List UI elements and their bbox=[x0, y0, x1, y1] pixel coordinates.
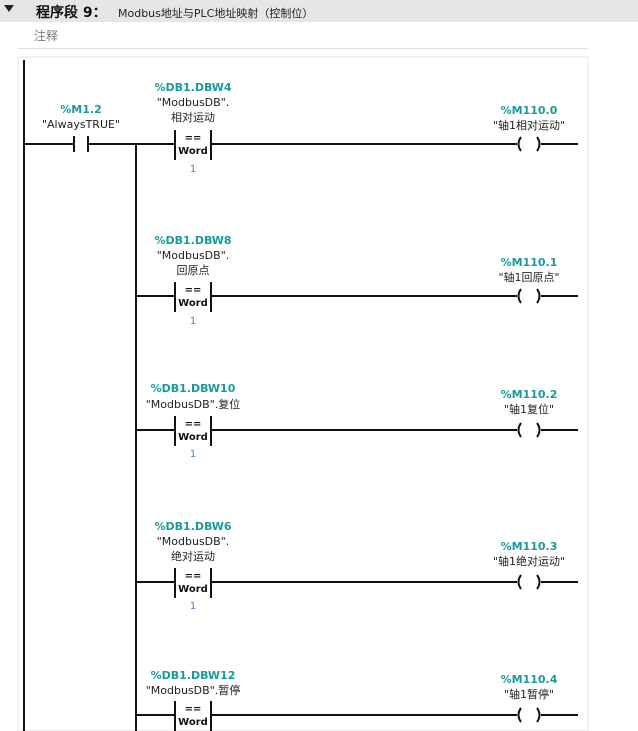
rung[interactable]: == Word %DB1.DBW8 "ModbusDB". 回原点 1 %M11… bbox=[136, 234, 578, 327]
rung[interactable]: == Word %DB1.DBW4 "ModbusDB". 相对运动 1 %M1… bbox=[136, 81, 578, 175]
compare-type: Word bbox=[178, 298, 208, 309]
coil-address: %M110.4 bbox=[501, 673, 558, 686]
operand-address: %DB1.DBW4 bbox=[154, 81, 231, 94]
operand-name-line1: "ModbusDB".复位 bbox=[146, 397, 241, 411]
operand-name-line2: 相对运动 bbox=[171, 110, 215, 124]
coil-right-arc bbox=[536, 136, 541, 152]
compare-operator: == bbox=[185, 133, 202, 144]
operand-address: %DB1.DBW10 bbox=[151, 382, 236, 395]
contact-symbol: "AlwaysTRUE" bbox=[42, 118, 120, 131]
rung[interactable]: == Word %DB1.DBW6 "ModbusDB". 绝对运动 1 %M1… bbox=[136, 520, 578, 612]
operand-name-line1: "ModbusDB". bbox=[157, 96, 230, 109]
operand-name-line1: "ModbusDB". bbox=[157, 535, 230, 548]
rung[interactable]: == Word %DB1.DBW12 "ModbusDB".暂停 %M110.4… bbox=[136, 669, 578, 731]
coil-right-arc bbox=[536, 288, 541, 304]
coil-address: %M110.3 bbox=[501, 540, 558, 553]
coil-symbol: "轴1暂停" bbox=[504, 687, 554, 701]
coil-symbol: "轴1相对运动" bbox=[493, 118, 565, 132]
compare-value: 1 bbox=[190, 601, 196, 612]
compare-operator: == bbox=[185, 704, 202, 715]
coil-left-arc bbox=[517, 574, 522, 590]
compare-type: Word bbox=[178, 146, 208, 157]
coil-address: %M110.0 bbox=[501, 104, 558, 117]
segment-label: 程序段 9： bbox=[36, 5, 107, 21]
coil-right-arc bbox=[536, 707, 541, 723]
contact-always-true[interactable]: %M1.2 "AlwaysTRUE" bbox=[24, 103, 136, 152]
coil-right-arc bbox=[536, 574, 541, 590]
coil-left-arc bbox=[517, 422, 522, 438]
coil-symbol: "轴1绝对运动" bbox=[493, 554, 565, 568]
coil-left-arc bbox=[517, 136, 522, 152]
compare-operator: == bbox=[185, 419, 202, 430]
compare-value: 1 bbox=[190, 449, 196, 460]
collapse-triangle-icon[interactable] bbox=[4, 5, 14, 12]
coil-symbol: "轴1回原点" bbox=[498, 270, 559, 284]
coil-symbol: "轴1复位" bbox=[504, 402, 554, 416]
network-frame bbox=[17, 56, 589, 731]
segment-header: 程序段 9： Modbus地址与PLC地址映射（控制位） bbox=[0, 0, 638, 22]
comment-divider bbox=[18, 48, 588, 49]
operand-name-line1: "ModbusDB".暂停 bbox=[146, 683, 241, 697]
contact-address: %M1.2 bbox=[60, 103, 101, 116]
segment-title[interactable]: Modbus地址与PLC地址映射（控制位） bbox=[118, 7, 314, 20]
compare-type: Word bbox=[178, 432, 208, 443]
operand-address: %DB1.DBW8 bbox=[154, 234, 231, 247]
compare-value: 1 bbox=[190, 316, 196, 327]
segment-comment[interactable]: 注释 bbox=[34, 29, 59, 43]
compare-value: 1 bbox=[190, 164, 196, 175]
operand-name-line1: "ModbusDB". bbox=[157, 249, 230, 262]
operand-address: %DB1.DBW6 bbox=[154, 520, 231, 533]
compare-type: Word bbox=[178, 584, 208, 595]
operand-name-line2: 回原点 bbox=[177, 264, 210, 277]
compare-type: Word bbox=[178, 717, 208, 728]
coil-address: %M110.2 bbox=[501, 388, 558, 401]
coil-left-arc bbox=[517, 288, 522, 304]
operand-address: %DB1.DBW12 bbox=[151, 669, 236, 682]
operand-name-line2: 绝对运动 bbox=[171, 549, 215, 563]
coil-right-arc bbox=[536, 422, 541, 438]
compare-operator: == bbox=[185, 285, 202, 296]
coil-left-arc bbox=[517, 707, 522, 723]
compare-operator: == bbox=[185, 571, 202, 582]
coil-address: %M110.1 bbox=[501, 256, 558, 269]
rung[interactable]: == Word %DB1.DBW10 "ModbusDB".复位 1 %M110… bbox=[136, 382, 578, 460]
